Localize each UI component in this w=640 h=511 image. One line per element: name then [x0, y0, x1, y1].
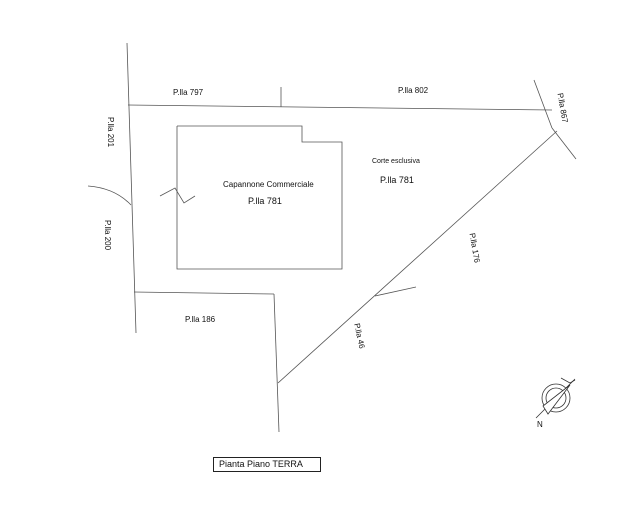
- north-arrow-icon: [535, 377, 576, 419]
- boundary-line-diagonal: [277, 130, 558, 384]
- parcel-label-802: P.lla 802: [398, 86, 429, 95]
- drawing-title: Pianta Piano TERRA: [219, 459, 303, 469]
- boundary-line-186-top: [133, 291, 275, 295]
- boundary-line-186-right: [273, 293, 280, 433]
- boundary-curve-200: [87, 185, 132, 206]
- boundary-tick-diagonal: [374, 286, 417, 297]
- boundary-line-867-b: [551, 127, 577, 160]
- parcel-label-186: P.lla 186: [185, 315, 216, 324]
- parcel-label-797: P.lla 797: [173, 88, 204, 97]
- drawing-title-box: Pianta Piano TERRA: [213, 457, 321, 472]
- building-parcel-label: P.lla 781: [248, 196, 282, 206]
- boundary-line-west: [126, 42, 137, 334]
- parcel-label-201: P.lla 201: [106, 116, 116, 148]
- courtyard-parcel-label: P.lla 781: [380, 175, 414, 185]
- building-zigzag-mark: [159, 187, 196, 204]
- boundary-line-867-a: [533, 79, 553, 129]
- north-arrow-label: N: [537, 420, 543, 429]
- parcel-label-200: P.lla 200: [103, 219, 113, 251]
- courtyard-name-label: Corte esclusiva: [372, 158, 420, 165]
- building-outline: [176, 125, 343, 270]
- building-name-label: Capannone Commerciale: [223, 180, 314, 189]
- boundary-line-north: [127, 104, 553, 111]
